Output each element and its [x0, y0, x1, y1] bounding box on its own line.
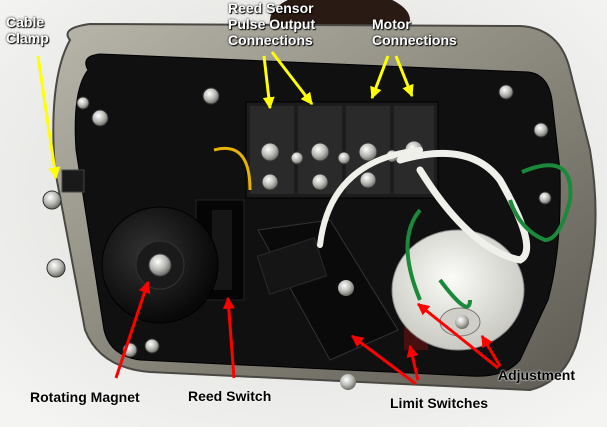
- motor-connections-label-line1: Motor: [372, 16, 411, 32]
- limit-switches-label: Limit Switches: [390, 395, 489, 411]
- adjustment-knob: [391, 229, 525, 351]
- red-arrows: [114, 280, 502, 386]
- housing-screws: [76, 84, 552, 358]
- reed-sensor-label: Reed Sensor Pulse Output Connections: [228, 0, 315, 48]
- reed-sensor-label-line3: Connections: [228, 32, 313, 48]
- reed-switch-label: Reed Switch: [188, 388, 272, 404]
- yellow-wire: [213, 147, 252, 191]
- white-wire: [396, 149, 531, 264]
- reed-sensor-label-line2: Pulse Output: [228, 16, 316, 32]
- reed-sensor-label-line1: Reed Sensor: [228, 0, 314, 16]
- motor-connections-label-line2: Connections: [372, 32, 457, 48]
- cable-clamp-label-line2: Clamp: [6, 30, 49, 46]
- green-wire-2: [405, 208, 472, 309]
- motor-connections-label: Motor Connections: [372, 16, 457, 48]
- adjustment-label: Adjustment: [498, 367, 575, 383]
- rotating-magnet-label: Rotating Magnet: [30, 389, 140, 405]
- rotating-magnet: [101, 206, 219, 324]
- cable-clamp: [42, 169, 85, 278]
- yellow-arrows: [36, 51, 414, 180]
- cable-clamp-label: Cable Clamp: [6, 14, 49, 46]
- white-wire-2: [317, 147, 423, 248]
- cable-clamp-label-line1: Cable: [6, 14, 45, 30]
- green-wire: [508, 163, 573, 243]
